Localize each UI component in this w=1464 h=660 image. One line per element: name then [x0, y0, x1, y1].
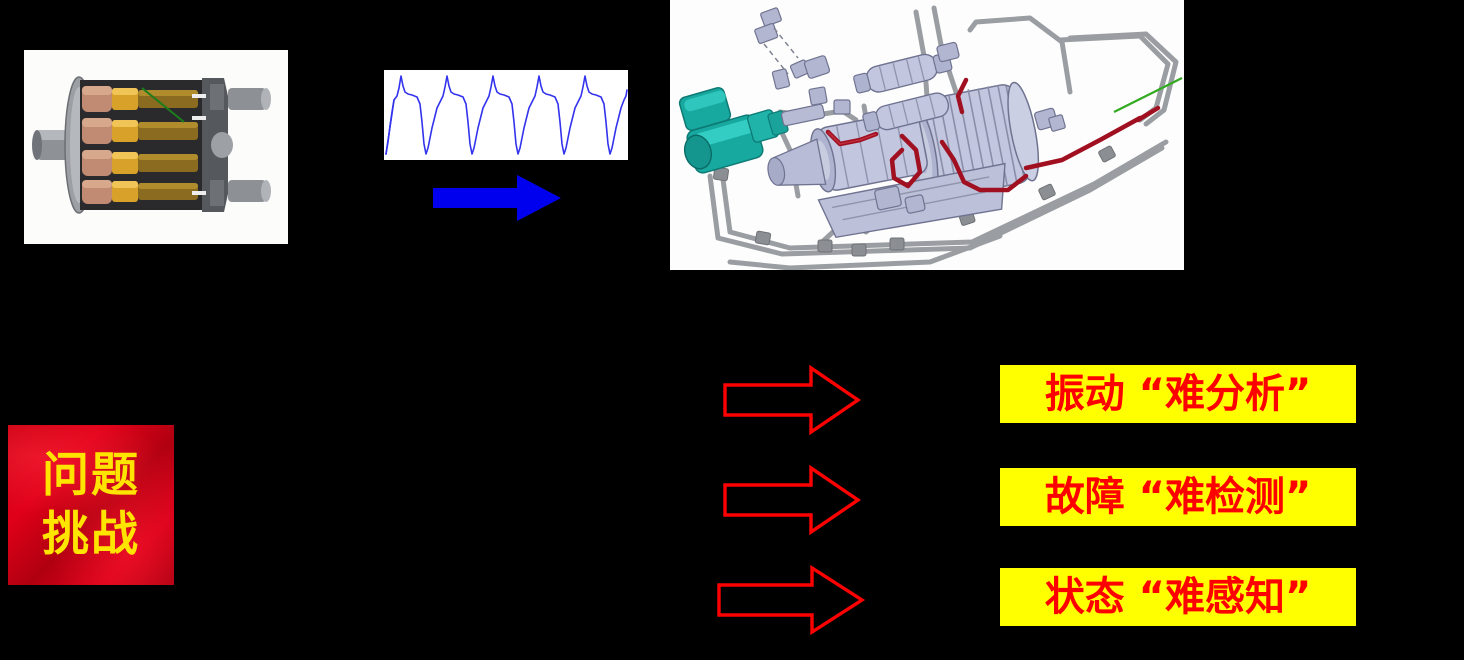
- compressor-unit-cad-diagram: [670, 0, 1184, 270]
- highlight-banner-2: 故障 “难检测”: [1000, 468, 1356, 526]
- challenge-line-2: 挑战: [42, 507, 140, 562]
- challenge-callout-box: 问题 挑战: [8, 425, 174, 585]
- waveform-graphic: [384, 70, 628, 160]
- highlight-banner-1: 振动 “难分析”: [1000, 365, 1356, 423]
- cad-diagram-graphic: [670, 0, 1184, 270]
- red-flow-arrow-3: [717, 564, 866, 636]
- red-flow-arrow-1: [723, 364, 862, 436]
- annotation-line: [1113, 77, 1183, 113]
- blue-flow-arrow: [433, 175, 561, 221]
- annotation-line: [141, 87, 185, 123]
- red-flow-arrow-2: [723, 464, 862, 536]
- challenge-line-1: 问题: [42, 447, 140, 503]
- vibration-waveform-figure: [384, 70, 628, 160]
- highlight-banner-1-text: 振动 “难分析”: [1044, 371, 1312, 417]
- highlight-banner-3-text: 状态 “难感知”: [1044, 574, 1312, 620]
- highlight-banner-3: 状态 “难感知”: [1000, 568, 1356, 626]
- highlight-banner-2-text: 故障 “难检测”: [1044, 474, 1312, 520]
- rotor-cutaway-graphic: [24, 50, 288, 244]
- rotor-cutaway-photo: [24, 50, 288, 244]
